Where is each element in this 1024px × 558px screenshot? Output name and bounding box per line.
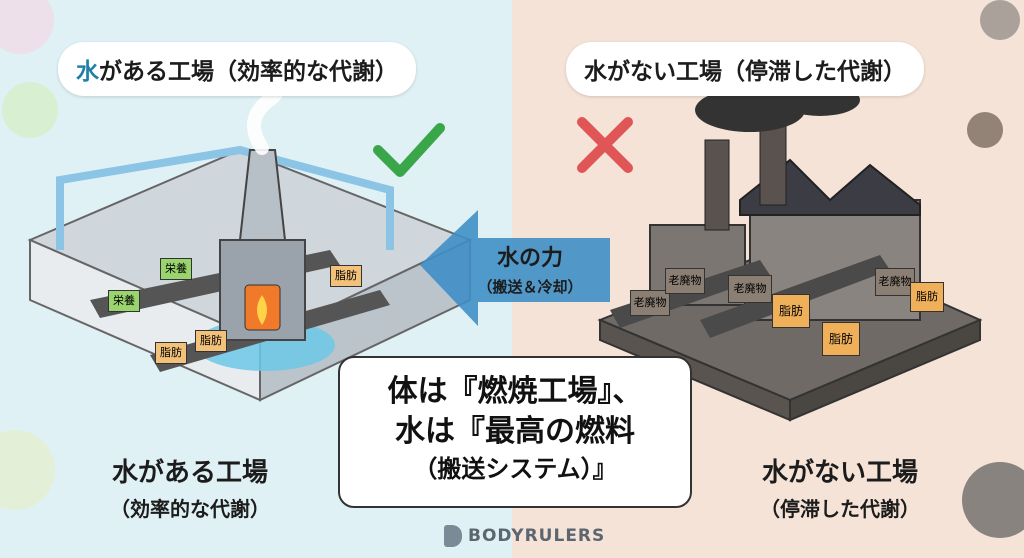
fat-box: 脂肪 <box>822 322 860 356</box>
arrow-subtitle: （搬送＆冷却） <box>477 278 583 296</box>
brand-name: BODYRULERS <box>468 526 606 546</box>
cross-icon <box>577 117 633 173</box>
left-title: 水がある工場（効率的な代謝） <box>58 42 416 96</box>
fat-box: 脂肪 <box>330 265 362 287</box>
fat-box: 脂肪 <box>772 294 810 328</box>
center-line-2: 水は『最高の燃料 <box>395 414 635 449</box>
cell-decoration <box>0 0 54 54</box>
brand: BODYRULERS <box>444 525 605 547</box>
cell-decoration <box>2 82 58 138</box>
left-bottom-subtitle: （効率的な代謝） <box>110 497 270 521</box>
debris-decoration <box>980 0 1020 40</box>
fat-box: 脂肪 <box>155 342 187 364</box>
waste-box: 老廃物 <box>728 275 772 303</box>
debris-decoration <box>967 112 1003 148</box>
center-line-1: 体は『燃焼工場』、 <box>387 374 643 409</box>
fat-box: 脂肪 <box>195 330 227 352</box>
left-bottom-title: 水がある工場 <box>111 458 268 488</box>
right-bottom-label: 水がない工場 （停滞した代謝） <box>730 452 950 522</box>
fat-box: 脂肪 <box>910 282 944 312</box>
water-factory <box>27 51 473 402</box>
arrow-title: 水の力 <box>496 246 563 271</box>
left-title-text: がある工場（効率的な代謝） <box>99 59 398 85</box>
arrow-label: 水の力 （搬送＆冷却） <box>455 240 605 297</box>
nutrient-box: 栄養 <box>108 290 140 312</box>
left-bottom-label: 水がある工場 （効率的な代謝） <box>80 452 300 522</box>
center-message: 体は『燃焼工場』、 水は『最高の燃料 （搬送システム）』 <box>338 356 692 508</box>
right-bottom-subtitle: （停滞した代謝） <box>760 497 920 521</box>
waste-box: 老廃物 <box>875 268 915 296</box>
brand-logo-icon <box>444 525 462 547</box>
nutrient-box: 栄養 <box>160 258 192 280</box>
waste-box: 老廃物 <box>665 268 705 294</box>
left-title-accent: 水 <box>76 59 99 85</box>
center-line-3: （搬送システム）』 <box>413 455 617 483</box>
cell-decoration <box>0 430 55 510</box>
right-title: 水がない工場（停滞した代謝） <box>566 42 924 96</box>
waste-box: 老廃物 <box>630 290 670 316</box>
right-bottom-title: 水がない工場 <box>761 458 918 488</box>
check-icon <box>373 123 445 177</box>
debris-decoration <box>962 462 1024 538</box>
